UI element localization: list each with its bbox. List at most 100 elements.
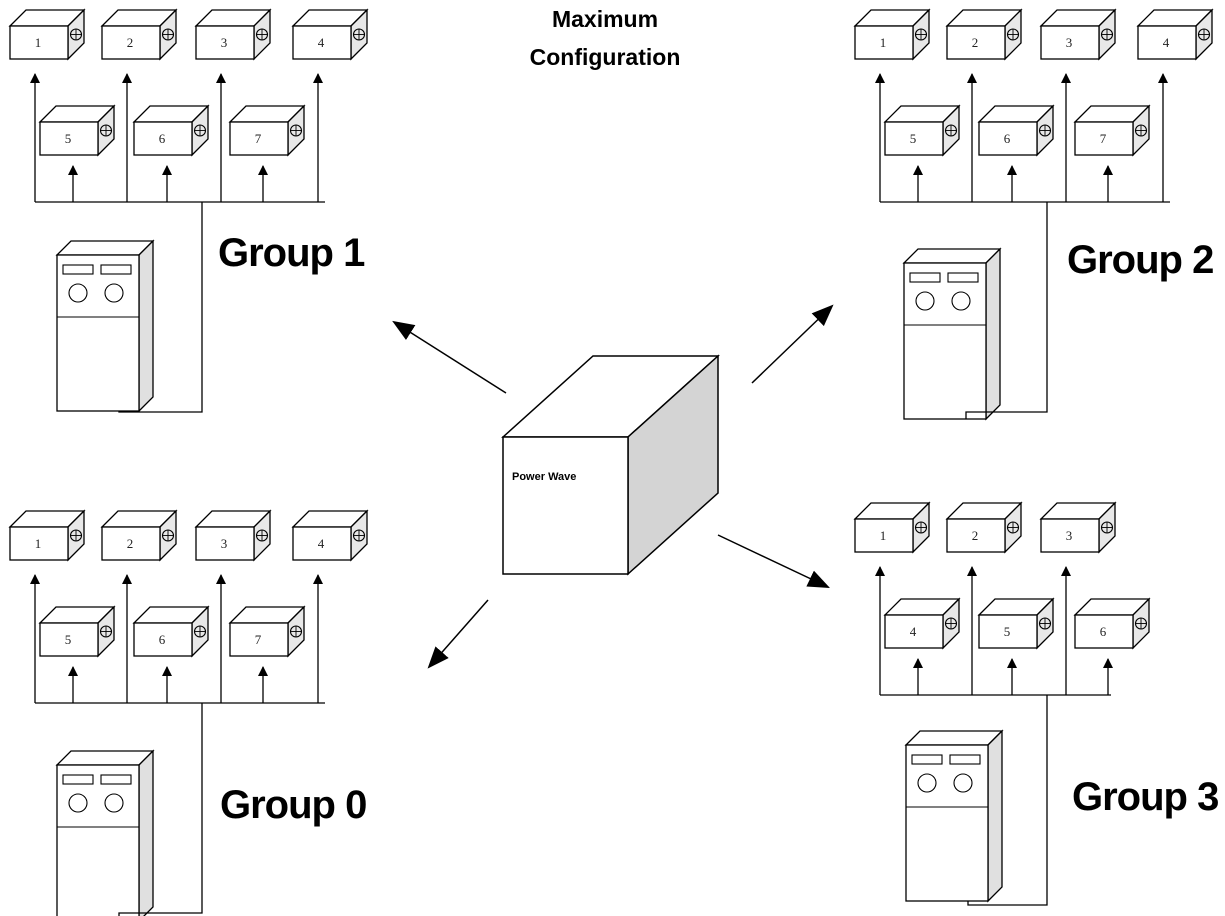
knob-icon	[915, 291, 935, 311]
reel-icon	[69, 529, 83, 542]
group-label: Group 1	[218, 231, 365, 275]
power-supply-unit	[55, 239, 155, 413]
reel-icon	[69, 28, 83, 41]
feeder-number: 4	[318, 536, 325, 551]
reel-icon	[1197, 28, 1211, 41]
reel-icon	[352, 529, 366, 542]
meter-display	[949, 754, 981, 765]
reel-icon	[1100, 28, 1114, 41]
wire-feeder-5: 5	[977, 597, 1055, 650]
power-wave-source: Power Wave	[501, 354, 720, 576]
power-supply-unit	[55, 749, 155, 916]
feeder-number: 4	[1163, 35, 1170, 50]
wire-feeder-5: 5	[38, 605, 116, 658]
knob-icon	[104, 793, 124, 813]
distribution-arrows	[392, 304, 834, 669]
knob-icon	[68, 283, 88, 303]
feeder-number: 5	[65, 131, 72, 146]
reel-icon	[255, 529, 269, 542]
reel-icon	[914, 28, 928, 41]
meter-display	[100, 774, 132, 785]
knob-icon	[917, 773, 937, 793]
knob-icon	[68, 793, 88, 813]
wire-feeder-2: 2	[100, 509, 178, 562]
wire-feeder-5: 5	[883, 104, 961, 157]
reel-icon	[944, 617, 958, 630]
reel-icon	[352, 28, 366, 41]
wire-feeder-5: 5	[38, 104, 116, 157]
power-supply-unit	[904, 729, 1004, 903]
supply-cable	[965, 202, 1048, 419]
feeder-number: 3	[1066, 35, 1073, 50]
wire-feeder-3: 3	[194, 8, 272, 61]
reel-icon	[1038, 124, 1052, 137]
feeder-number: 7	[255, 131, 262, 146]
reel-icon	[99, 124, 113, 137]
feeder-number: 6	[159, 131, 166, 146]
wire-feeder-7: 7	[1073, 104, 1151, 157]
group-label: Group 2	[1067, 238, 1213, 282]
reel-icon	[193, 625, 207, 638]
meter-display	[100, 264, 132, 275]
arrow-to-group-3	[717, 534, 830, 588]
power-supply-unit	[902, 247, 1002, 421]
wire-feeder-4: 4	[291, 509, 369, 562]
feeder-number: 6	[1100, 624, 1107, 639]
wire-feeder-1: 1	[853, 8, 931, 61]
feeder-number: 4	[318, 35, 325, 50]
feeder-number: 7	[1100, 131, 1107, 146]
feeder-number: 4	[910, 624, 917, 639]
feeder-number: 5	[1004, 624, 1011, 639]
wire-feeder-2: 2	[100, 8, 178, 61]
reel-icon	[1134, 124, 1148, 137]
wire-feeder-4: 4	[1136, 8, 1214, 61]
reel-icon	[255, 28, 269, 41]
group-label: Group 3	[1072, 775, 1218, 819]
feeder-number: 2	[972, 35, 979, 50]
wire-feeder-7: 7	[228, 104, 306, 157]
wire-feeder-3: 3	[1039, 8, 1117, 61]
wire-feeder-3: 3	[194, 509, 272, 562]
reel-icon	[1100, 521, 1114, 534]
wire-feeder-6: 6	[132, 104, 210, 157]
supply-cable	[118, 703, 203, 916]
arrow-to-group-1	[392, 320, 507, 394]
power-wave-front-face	[502, 436, 629, 575]
wire-feeder-1: 1	[853, 501, 931, 554]
wire-feeder-1: 1	[8, 8, 86, 61]
feeder-number: 3	[221, 35, 228, 50]
feeder-number: 3	[1066, 528, 1073, 543]
feeder-number: 2	[127, 536, 134, 551]
wire-feeder-6: 6	[977, 104, 1055, 157]
reel-icon	[914, 521, 928, 534]
reel-icon	[1134, 617, 1148, 630]
feeder-number: 3	[221, 536, 228, 551]
wire-feeder-4: 4	[883, 597, 961, 650]
meter-display	[947, 272, 979, 283]
reel-icon	[161, 28, 175, 41]
reel-icon	[193, 124, 207, 137]
arrow-to-group-0	[427, 599, 489, 669]
reel-icon	[1006, 28, 1020, 41]
meter-display	[62, 774, 94, 785]
supply-cable	[967, 695, 1048, 906]
reel-icon	[289, 124, 303, 137]
feeder-number: 7	[255, 632, 262, 647]
reel-icon	[944, 124, 958, 137]
feeder-number: 1	[35, 35, 42, 50]
wire-feeder-7: 7	[228, 605, 306, 658]
feeder-number: 6	[1004, 131, 1011, 146]
knob-icon	[953, 773, 973, 793]
wire-feeder-4: 4	[291, 8, 369, 61]
meter-display	[909, 272, 941, 283]
feeder-number: 2	[127, 35, 134, 50]
feeder-number: 2	[972, 528, 979, 543]
feeder-number: 5	[910, 131, 917, 146]
supply-cable	[118, 202, 203, 413]
knob-icon	[104, 283, 124, 303]
knob-icon	[951, 291, 971, 311]
